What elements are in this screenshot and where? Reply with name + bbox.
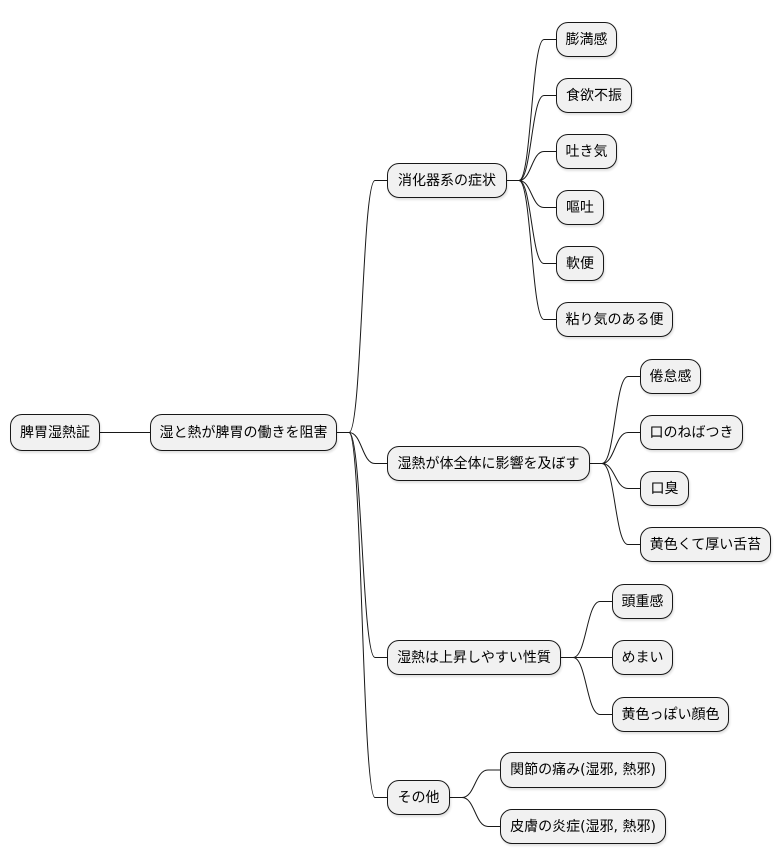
connector-cause-rising (337, 432, 387, 658)
connector-rising-r3 (561, 657, 612, 715)
connector-whole-w1 (590, 376, 640, 464)
node-label: その他 (397, 789, 440, 806)
mindmap-node-d3[interactable]: 吐き気 (556, 134, 617, 169)
node-label: 関節の痛み(湿邪, 熱邪) (510, 762, 656, 778)
node-label: 口臭 (650, 480, 679, 497)
mindmap-node-root[interactable]: 脾胃湿熱証 (10, 414, 100, 451)
node-label: 軟便 (566, 255, 594, 272)
node-label: 嘔吐 (566, 199, 594, 216)
mindmap-node-r3[interactable]: 黄色っぽい顔色 (612, 697, 729, 732)
node-label: 黄色くて厚い舌苔 (649, 536, 762, 553)
connector-digestive-d4 (507, 180, 556, 208)
connector-digestive-d5 (507, 180, 556, 264)
connector-digestive-d2 (507, 95, 556, 181)
node-label: 食欲不振 (566, 87, 622, 104)
connector-whole-w2 (590, 432, 640, 464)
mindmap-node-w2[interactable]: 口のねばつき (640, 415, 743, 450)
connector-other-o2 (450, 797, 500, 827)
connector-rising-r1 (561, 601, 612, 658)
mindmap-node-digestive[interactable]: 消化器系の症状 (387, 163, 507, 198)
node-label: 吐き気 (565, 143, 608, 160)
connector-digestive-d3 (507, 151, 556, 181)
connector-cause-digestive (337, 180, 387, 433)
node-label: めまい (621, 649, 664, 666)
mindmap-node-cause[interactable]: 湿と熱が脾胃の働きを阻害 (150, 414, 337, 451)
mindmap-node-o1[interactable]: 関節の痛み(湿邪, 熱邪) (500, 752, 666, 788)
node-label: 皮膚の炎症(湿邪, 熱邪) (510, 818, 656, 835)
mindmap-node-other[interactable]: その他 (387, 780, 450, 815)
mindmap-node-d4[interactable]: 嘔吐 (556, 190, 604, 225)
mindmap-node-rising[interactable]: 湿熱は上昇しやすい性質 (387, 640, 561, 675)
mindmap-node-r2[interactable]: めまい (612, 640, 673, 675)
node-label: 湿と熱が脾胃の働きを阻害 (159, 424, 328, 441)
mindmap-node-o2[interactable]: 皮膚の炎症(湿邪, 熱邪) (500, 809, 666, 844)
mindmap-node-d6[interactable]: 粘り気のある便 (556, 302, 673, 337)
connector-cause-whole (337, 432, 387, 464)
connector-cause-other (337, 432, 387, 798)
node-label: 脾胃湿熱証 (20, 424, 90, 441)
mindmap-node-w1[interactable]: 倦怠感 (640, 359, 701, 394)
node-label: 湿熱は上昇しやすい性質 (397, 649, 551, 666)
mindmap-node-d5[interactable]: 軟便 (556, 246, 604, 281)
connector-other-o1 (450, 769, 500, 798)
mindmap-node-w4[interactable]: 黄色くて厚い舌苔 (640, 527, 771, 562)
node-label: 粘り気のある便 (565, 311, 664, 328)
node-label: 倦怠感 (649, 368, 692, 385)
mindmap-node-d2[interactable]: 食欲不振 (556, 78, 632, 113)
mindmap-node-r1[interactable]: 頭重感 (612, 584, 673, 619)
node-label: 膨満感 (565, 31, 608, 48)
mindmap-node-w3[interactable]: 口臭 (640, 471, 689, 506)
mindmap-node-d1[interactable]: 膨満感 (556, 22, 617, 57)
node-label: 頭重感 (621, 593, 664, 610)
mindmap-node-whole[interactable]: 湿熱が体全体に影響を及ぼす (387, 446, 590, 481)
connector-digestive-d6 (507, 180, 556, 320)
node-label: 消化器系の症状 (398, 172, 496, 189)
connector-whole-w3 (590, 463, 640, 489)
node-label: 湿熱が体全体に影響を及ぼす (397, 455, 580, 472)
node-label: 口のねばつき (649, 424, 734, 441)
node-label: 黄色っぽい顔色 (621, 706, 720, 723)
connector-whole-w4 (590, 463, 640, 545)
connector-digestive-d1 (507, 39, 556, 181)
